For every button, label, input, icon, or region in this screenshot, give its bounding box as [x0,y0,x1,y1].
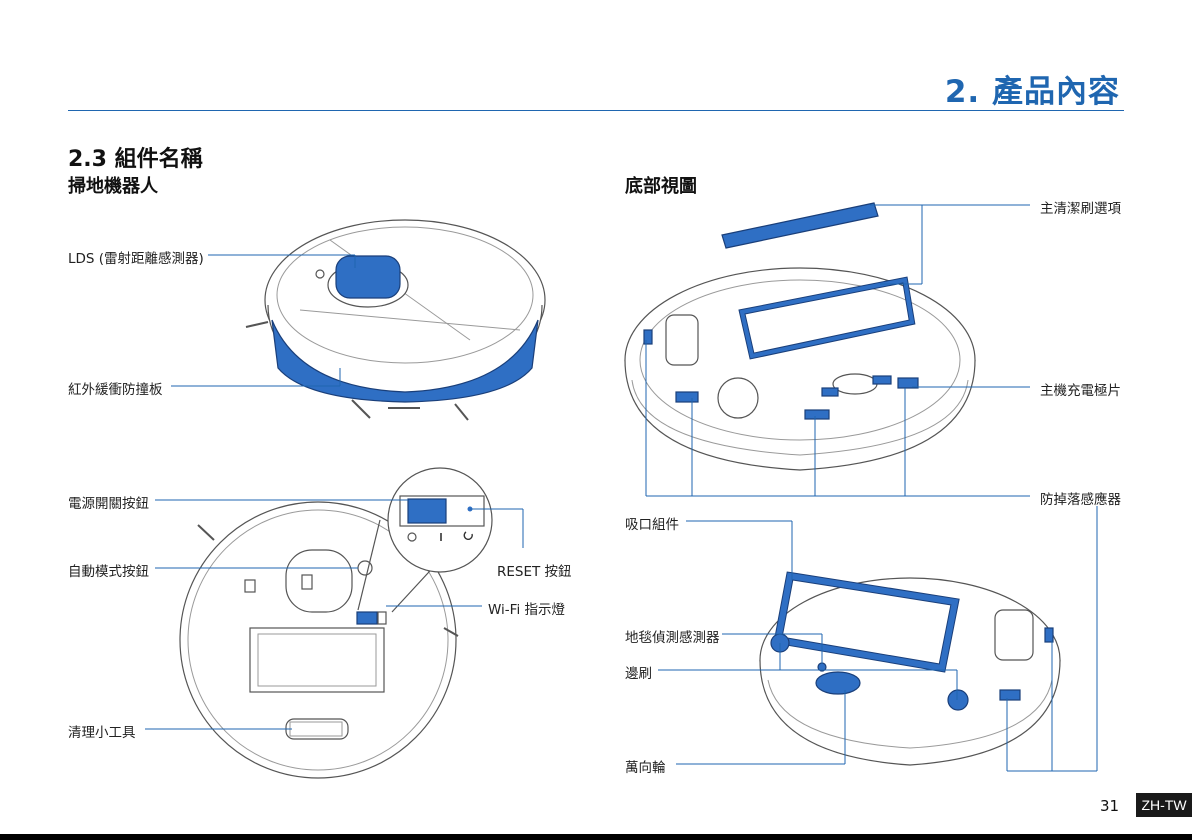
wifi-light-highlight [357,612,377,624]
label-caster-wheel: 萬向輪 [625,756,666,776]
label-cleaning-tool: 清理小工具 [68,721,136,741]
left-subtitle: 掃地機器人 [68,172,158,198]
language-tag: ZH-TW [1136,793,1192,817]
header-divider [68,110,1124,111]
label-charging-contacts: 主機充電極片 [1040,379,1121,399]
label-lds: LDS (雷射距離感測器) [68,247,204,267]
label-cliff-sensors: 防掉落感應器 [1040,488,1121,508]
page-number: 31 [1100,797,1119,815]
footer-bar [0,834,1192,840]
lds-highlight [336,256,400,298]
power-switch-highlight [408,499,446,523]
label-bumper: 紅外緩衝防撞板 [68,378,163,398]
chapter-title: 2. 產品內容 [945,66,1120,111]
label-reset-button: RESET 按鈕 [497,560,572,580]
robot-control-panel-illustration [180,468,492,778]
right-subtitle: 底部視圖 [625,172,697,198]
label-main-brush: 主清潔刷選項 [1040,197,1121,217]
label-carpet-sensor: 地毯偵測感測器 [625,626,720,646]
label-power-button: 電源開關按鈕 [68,492,149,512]
section-title: 2.3 組件名稱 [68,141,203,173]
robot-top-view-illustration [246,220,545,420]
label-auto-button: 自動模式按鈕 [68,560,149,580]
label-suction-assembly: 吸口組件 [625,513,679,533]
main-brush-highlight [722,203,878,248]
label-wifi-light: Wi-Fi 指示燈 [488,598,565,618]
label-side-brush: 邊刷 [625,662,652,682]
